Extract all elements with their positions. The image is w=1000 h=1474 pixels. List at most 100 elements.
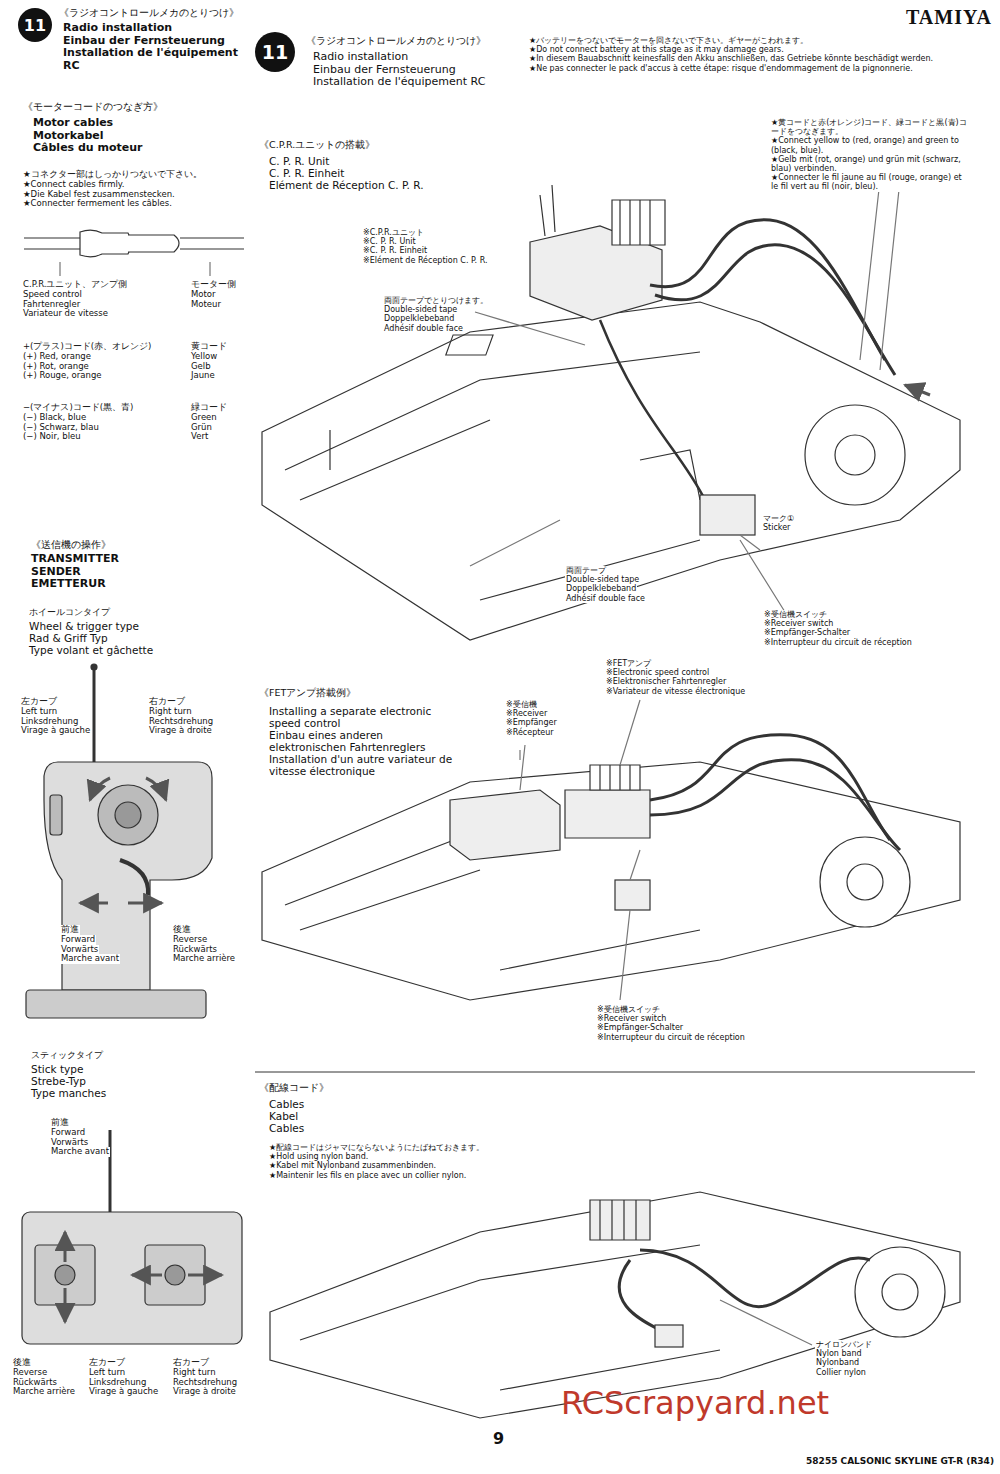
label-text: Linksdrehung [88,1378,147,1388]
wheel-transmitter [50,795,62,835]
label-text: 前進 [60,925,80,935]
label-text: Rad & Griff Typ [28,632,109,644]
label-text: 両面テープ [565,566,607,575]
wheel-transmitter [98,785,158,845]
label-text: マーク① [762,514,795,523]
label-text: スティックタイプ [30,1050,104,1060]
label-text: Vorwärts [60,945,99,955]
label-text: ※Variateur de vitesse électronique [605,687,746,696]
chassis-cpr [600,320,705,500]
label-text: Installation d'un autre variateur de vit… [268,753,455,777]
label-text: (−) Black, blue [22,413,87,423]
chassis-cables [619,1260,660,1330]
chassis-fet [590,765,640,790]
chassis-cpr [805,405,905,505]
stick-transmitter [64,1232,67,1262]
label-text: (−) Noir, bleu [22,432,82,442]
label-text: Rückwärts [12,1378,58,1388]
wheel-transmitter [90,778,110,800]
chassis-fet [262,700,960,1000]
label-text: C. P. R. Unit [268,155,330,167]
step-circle: 11 [255,32,295,72]
label-text: 《モーターコードのつなぎ方》 [22,102,164,113]
wheel-transmitter [128,902,162,905]
label-text: RCScrapyard.net [560,1385,830,1422]
label-text: TAMIYA [905,6,993,29]
stick-transmitter [22,1130,242,1344]
label-text: Nylon band [815,1349,863,1358]
label-text: 前進 [50,1118,70,1128]
label-text: Left turn [20,707,58,717]
chassis-cpr [905,385,930,395]
section-rule [255,1072,975,1073]
label-text: Kabel [268,1110,299,1122]
label-text: Marche arrière [12,1387,76,1397]
label-text: Forward [60,935,96,945]
label-text: ★Connect yellow to (red, orange) and gre… [770,136,972,154]
label-text: Variateur de vitesse [22,309,109,319]
label-text: Radio installation [62,22,244,35]
label-text: Speed control [22,290,83,300]
wheel-transmitter [26,990,206,1018]
label-text: Einbau der Fernsteuerung [62,35,244,48]
label-text: 《FETアンプ搭載例》 [258,688,357,699]
label-text: 左カーブ [88,1358,126,1368]
label-text: ★Connect cables firmly. [22,180,125,190]
label-text: +(プラス)コード(赤、オレンジ) [22,342,152,352]
label-text: ※Receiver switch [763,619,834,628]
label-text: 緑コード [190,403,228,413]
step-circle: 11 [18,8,52,42]
label-text: 後進 [172,925,192,935]
chassis-cables [300,1245,720,1390]
label-text: ※C. P. R. Einheit [362,246,428,255]
motor-connector [80,230,131,257]
chassis-cpr [655,245,895,375]
label-text: Rückwärts [172,945,218,955]
label-text: 《配線コード》 [258,1083,330,1094]
label-text: Type volant et gâchette [28,644,154,656]
chassis-cpr [650,220,885,360]
label-text: EMETTERUR [30,578,107,591]
label-text: Right turn [148,707,193,717]
label-text: Forward [50,1128,86,1138]
label-text: 《ラジオコントロールメカのとりつけ》 [58,8,240,19]
label-text: ★コネクター部はしっかりつないで下さい。 [22,170,203,180]
stick-transmitter [188,1274,222,1277]
label-text: ナイロンバンド [815,1340,873,1349]
chassis-fet [650,760,900,850]
label-text: Left turn [88,1368,126,1378]
label-text: ※Electronic speed control [605,668,710,677]
label-text: ★Kabel mit Nylonband zusammenbinden. [268,1161,600,1170]
label-text: 後進 [12,1358,32,1368]
label-text: ※Empfänger-Schalter [596,1023,684,1032]
label-text: Adhésif double face [565,594,646,603]
label-text: ★Ne pas connecter le pack d'accus à cett… [528,64,970,73]
chassis-cables [590,1200,650,1240]
label-text: Cables [268,1122,305,1134]
label-text: Motor [190,290,217,300]
label-text: ※受信機スイッチ [596,1005,661,1014]
label-text: Gelb [190,362,212,372]
label-text: ※受信機 [505,700,538,709]
chassis-cpr [700,495,755,535]
label-text: Installation de l'équipement RC [62,47,244,72]
label-text: TRANSMITTER [30,553,120,566]
label-text: C. P. R. Einheit [268,167,345,179]
label-text: C.P.R.ユニット、アンプ側 [22,280,128,290]
label-text: ※Receiver [505,709,548,718]
chassis-cables [720,1300,812,1345]
stick-transmitter [132,1274,162,1277]
label-text: ★Maintenir les fils en place avec un col… [268,1171,600,1180]
label-text: Doppelklebeband [383,314,455,323]
label-text: Strebe-Typ [30,1075,87,1087]
label-text: 9 [492,1430,505,1448]
label-text: (+) Red, orange [22,352,92,362]
label-text: ★Do not connect battery at this stage as… [528,45,970,54]
label-text: ★Connecter fermement les câbles. [22,199,173,209]
label-text: 《ラジオコントロールメカのとりつけ》 [305,36,487,47]
label-text: Cables [268,1098,305,1110]
label-text: Reverse [172,935,208,945]
label-text: (+) Rot, orange [22,362,90,372]
label-text: Vert [190,432,209,442]
